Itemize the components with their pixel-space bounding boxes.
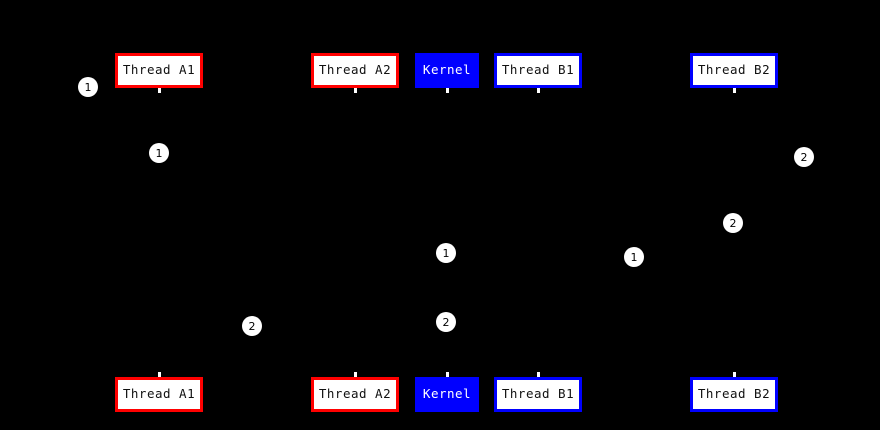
participant-box-thread-a1-top[interactable]: Thread A1 [115, 53, 203, 88]
step-badge: 2 [242, 316, 262, 336]
lifeline-tick-thread-a2-top [354, 88, 357, 93]
participant-box-thread-b1-bottom[interactable]: Thread B1 [494, 377, 582, 412]
participant-box-kernel-top[interactable]: Kernel [415, 53, 479, 88]
lifeline-tick-thread-a1-bottom [158, 372, 161, 377]
step-badge: 2 [723, 213, 743, 233]
participant-box-thread-a2-bottom[interactable]: Thread A2 [311, 377, 399, 412]
step-badge: 1 [78, 77, 98, 97]
participant-label: Thread A1 [122, 386, 196, 402]
lifeline-tick-thread-a1-top [158, 88, 161, 93]
step-badge: 1 [624, 247, 644, 267]
participant-box-thread-a2-top[interactable]: Thread A2 [311, 53, 399, 88]
step-badge: 1 [149, 143, 169, 163]
lifeline-tick-thread-b2-bottom [733, 372, 736, 377]
lifeline-tick-thread-b2-top [733, 88, 736, 93]
participant-label: Thread A2 [318, 62, 392, 78]
participant-label: Thread B1 [501, 62, 575, 78]
participant-label: Kernel [422, 62, 472, 78]
participant-label: Thread B1 [501, 386, 575, 402]
participant-label: Thread A2 [318, 386, 392, 402]
participant-box-thread-b2-top[interactable]: Thread B2 [690, 53, 778, 88]
step-badge: 2 [436, 312, 456, 332]
lifeline-thread-a1 [159, 88, 160, 377]
participant-label: Thread B2 [697, 62, 771, 78]
participant-box-thread-a1-bottom[interactable]: Thread A1 [115, 377, 203, 412]
participant-box-thread-b1-top[interactable]: Thread B1 [494, 53, 582, 88]
lifeline-tick-kernel-bottom [446, 372, 449, 377]
lifeline-tick-kernel-top [446, 88, 449, 93]
participant-label: Thread A1 [122, 62, 196, 78]
lifeline-thread-b1 [538, 88, 539, 377]
lifeline-kernel [447, 88, 448, 377]
step-badge: 1 [436, 243, 456, 263]
lifeline-tick-thread-b1-bottom [537, 372, 540, 377]
lifeline-tick-thread-b1-top [537, 88, 540, 93]
lifeline-thread-a2 [355, 88, 356, 377]
step-badge: 2 [794, 147, 814, 167]
lifeline-tick-thread-a2-bottom [354, 372, 357, 377]
participant-label: Kernel [422, 386, 472, 402]
participant-label: Thread B2 [697, 386, 771, 402]
participant-box-kernel-bottom[interactable]: Kernel [415, 377, 479, 412]
participant-box-thread-b2-bottom[interactable]: Thread B2 [690, 377, 778, 412]
